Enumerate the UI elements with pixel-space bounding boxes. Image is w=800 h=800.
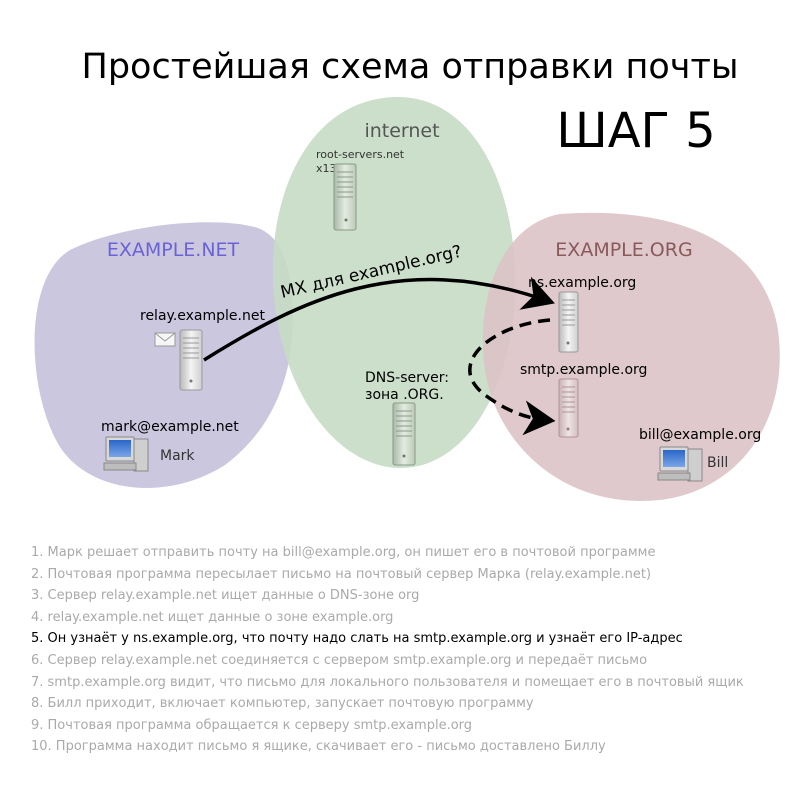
mx-answer-arrow (468, 318, 556, 436)
bill-computer-icon (657, 446, 703, 482)
ns-server-icon (558, 291, 579, 353)
zone-example-org (482, 212, 780, 501)
step-item: 8. Билл приходит, включает компьютер, за… (31, 696, 534, 712)
envelope-icon (154, 332, 176, 347)
root-server-count: x13 (316, 162, 337, 175)
step-item: 10. Программа находит письмо я ящике, ск… (31, 739, 606, 755)
zone-example-net (34, 222, 293, 488)
mark-name-label: Mark (160, 448, 195, 464)
step-item: 5. Он узнаёт у ns.example.org, что почту… (31, 631, 683, 647)
bill-name-label: Bill (707, 455, 728, 471)
step-item: 1. Марк решает отправить почту на bill@e… (31, 545, 656, 560)
smtp-server-label: smtp.example.org (520, 362, 647, 378)
ns-server-label: ns.example.org (528, 275, 636, 291)
zone-label-example-org: EXAMPLE.ORG (555, 239, 692, 261)
smtp-server-icon (558, 378, 579, 438)
mark-email-label: mark@example.net (101, 419, 239, 435)
bill-email-label: bill@example.org (639, 427, 761, 443)
mx-query-arrow (203, 276, 555, 362)
relay-server-label: relay.example.net (140, 308, 265, 324)
step-item: 4. relay.example.net ищет данные о зоне … (31, 609, 394, 625)
step-item: 3. Сервер relay.example.net ищет данные … (31, 588, 420, 604)
step-item: 7. smtp.example.org видит, что письмо дл… (31, 674, 744, 690)
step-item: 9. Почтовая программа обращается к серве… (31, 717, 473, 733)
zone-label-internet: internet (364, 120, 439, 142)
dns-server-icon (392, 402, 416, 466)
root-server-icon (333, 163, 357, 231)
root-server-label: root-servers.net (316, 148, 405, 161)
relay-server-icon (179, 329, 203, 391)
step-item: 2. Почтовая программа пересылает письмо … (31, 566, 652, 582)
step-item: 6. Сервер relay.example.net соединяется … (31, 652, 648, 668)
steps-list: 1. Марк решает отправить почту на bill@e… (31, 542, 791, 758)
step-title: ШАГ 5 (556, 103, 715, 159)
zone-label-example-net: EXAMPLE.NET (107, 239, 240, 261)
dns-server-label: DNS-server: (365, 370, 449, 386)
diagram-title: Простейшая схема отправки почты (82, 47, 739, 87)
dns-zone-label: зона .ORG. (365, 387, 444, 403)
mark-computer-icon (103, 436, 149, 472)
